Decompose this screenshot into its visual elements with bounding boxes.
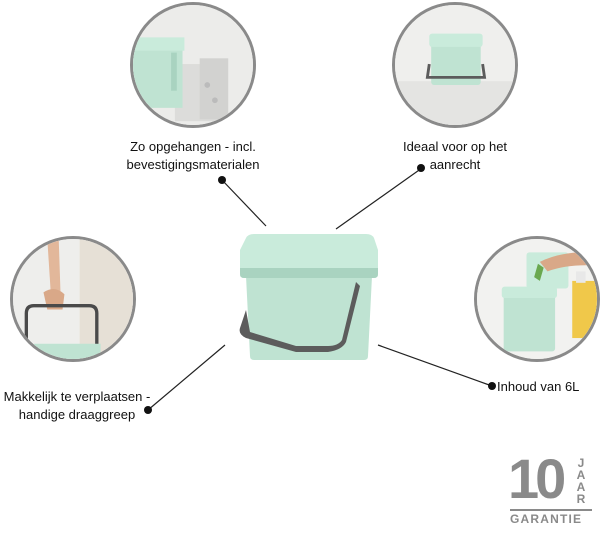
warranty-unit: J A A R [576,456,586,506]
warranty-badge: 10 J A A R GARANTIE [508,449,596,533]
carry-photo [10,236,136,362]
dot-icon [417,164,425,172]
capacity-photo [474,236,600,362]
dot-icon [144,406,152,414]
countertop-photo [392,2,518,128]
warranty-number: 10 [508,447,566,510]
dot-icon [488,382,496,390]
wall-mount-photo [130,2,256,128]
dot-icon [218,176,226,184]
carry-caption: Makkelijk te verplaatsen - handige draag… [3,389,151,422]
countertop-caption: Ideaal voor op het aanrecht [402,139,508,172]
warranty-divider [510,509,592,511]
wall-mount-caption: Zo opgehangen - incl. bevestigingsmateri… [126,139,260,172]
warranty-label: GARANTIE [510,512,583,526]
bin-illustration [236,228,382,362]
capacity-caption: Inhoud van 6L [497,379,580,394]
